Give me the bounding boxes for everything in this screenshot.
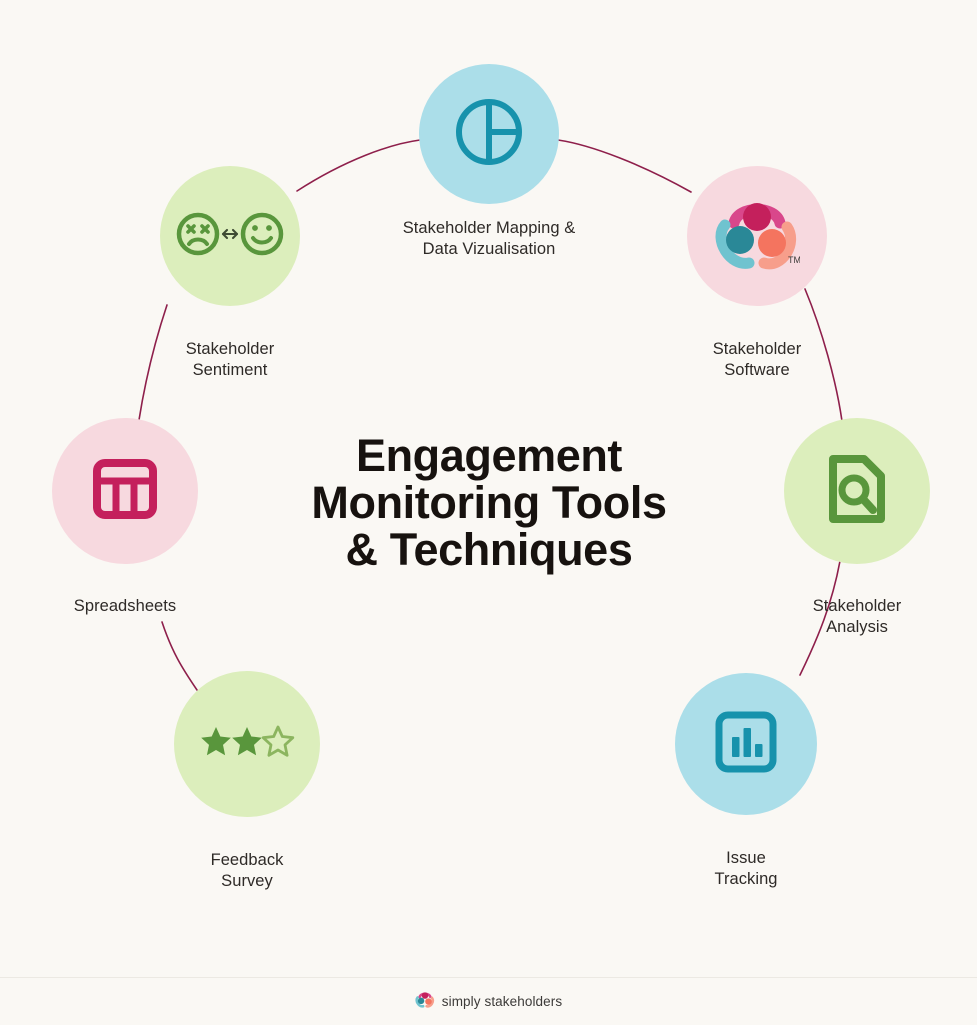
node-stakeholder-mapping[interactable]: Stakeholder Mapping & Data Vizualisation [339,64,639,260]
node-stakeholder-analysis[interactable]: Stakeholder Analysis [757,418,957,638]
pie-chart-icon [452,95,526,174]
label-feedback-survey: Feedback Survey [210,851,284,890]
label-stakeholder-mapping: Stakeholder Mapping & Data Vizualisation [402,219,576,258]
node-feedback-survey[interactable]: Feedback Survey [147,671,347,892]
star-filled-icon [201,726,231,755]
label-issue-tracking: Issue Tracking [714,849,778,888]
bubble-stakeholder-analysis [784,418,930,564]
footer-wordmark: simply stakeholders [441,994,563,1009]
bar-chart-square-icon [714,710,778,779]
simply-stakeholders-logo-icon: TM [714,193,801,280]
label-stakeholder-analysis: Stakeholder Analysis [812,597,902,636]
label-stakeholder-sentiment: Stakeholder Sentiment [185,340,275,379]
sentiment-faces-icon [176,209,284,264]
node-stakeholder-sentiment[interactable]: Stakeholder Sentiment [130,166,330,381]
bubble-spreadsheets [52,418,198,564]
node-spreadsheets[interactable]: Spreadsheets [25,418,225,617]
three-stars-rating-icon [199,725,295,764]
star-outline-icon [261,725,295,757]
star-filled-icon [232,726,262,755]
bubble-stakeholder-sentiment [160,166,300,306]
bubble-stakeholder-mapping [419,64,559,204]
simply-stakeholders-logo-icon [415,990,435,1014]
bubble-issue-tracking [675,673,817,815]
document-magnifier-icon [826,453,888,530]
footer-bar: simply stakeholders [0,977,977,1025]
node-issue-tracking[interactable]: Issue Tracking [646,673,846,890]
page-title: Engagement Monitoring Tools & Techniques [311,430,667,575]
label-spreadsheets: Spreadsheets [73,597,177,615]
label-stakeholder-software: Stakeholder Software [712,340,802,379]
spreadsheet-table-icon [93,458,157,524]
bubble-feedback-survey [174,671,320,817]
footer-brand[interactable]: simply stakeholders [415,990,562,1014]
svg-text:TM: TM [788,255,800,265]
node-stakeholder-software[interactable]: TM Stakeholder Software [657,166,857,381]
bubble-stakeholder-software: TM [687,166,827,306]
